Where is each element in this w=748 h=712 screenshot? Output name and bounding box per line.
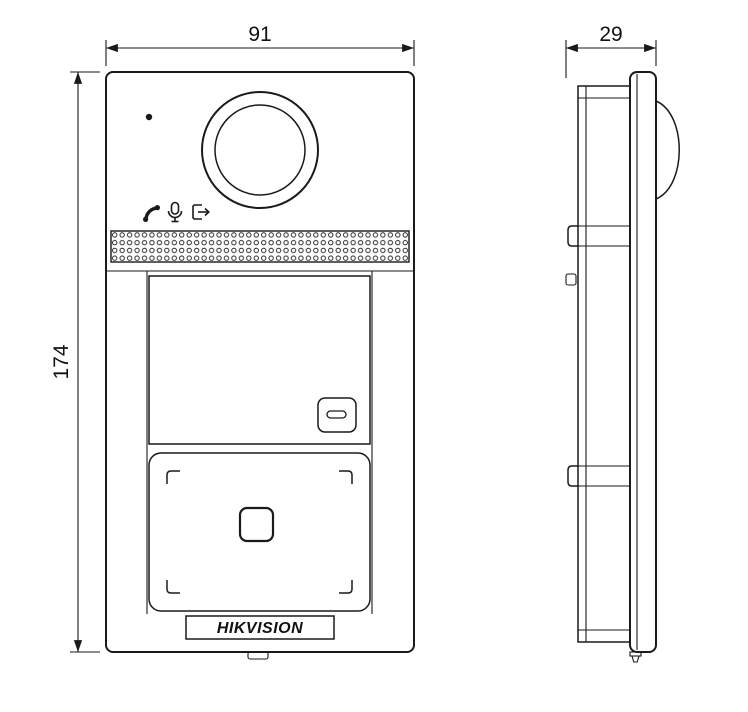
call-icon <box>143 205 160 222</box>
side-knob <box>565 273 577 286</box>
corner-bracket-bottom-left <box>166 580 180 594</box>
exit-icon <box>192 204 210 220</box>
front-panel-profile <box>629 71 680 653</box>
front-panel-outline <box>629 71 657 653</box>
bottom-fixing-screw <box>629 651 642 663</box>
indicator-icons <box>143 201 210 223</box>
brand-logo-text: HIKVISION <box>217 620 303 637</box>
microphone-icon <box>167 201 183 223</box>
card-reader-outline <box>148 452 371 612</box>
depth-dimension: 29 <box>565 23 657 78</box>
width-dimension: 91 <box>105 23 415 66</box>
height-dimension: 174 <box>50 71 100 653</box>
corner-bracket-bottom-right <box>339 580 353 594</box>
card-reader-area <box>148 452 371 612</box>
display-panel <box>148 275 371 445</box>
dimension-label: 29 <box>599 23 622 46</box>
brand-logo: HIKVISION <box>185 615 335 640</box>
bottom-fixing-tab <box>247 651 269 660</box>
call-button <box>317 397 357 433</box>
led-indicator <box>145 113 153 121</box>
brand-logo-border <box>185 615 335 640</box>
front-body-outline <box>105 71 415 653</box>
camera-dome-profile <box>655 100 680 200</box>
front-view-drawing: 91 174 <box>50 23 415 660</box>
speaker-grille <box>110 230 410 263</box>
call-button-mark <box>326 410 347 419</box>
contactless-card-icon <box>238 506 275 543</box>
corner-bracket-top-left <box>166 470 180 484</box>
side-view-drawing: 29 <box>565 23 680 663</box>
corner-bracket-top-right <box>339 470 353 484</box>
camera-lens-inner <box>214 104 306 196</box>
back-box <box>565 85 631 643</box>
mounting-clip-lower <box>567 465 630 487</box>
dimension-label: 174 <box>50 344 73 379</box>
camera-lens-outer <box>201 91 319 209</box>
dimension-label: 91 <box>248 23 271 46</box>
mounting-clip-upper <box>567 225 630 247</box>
